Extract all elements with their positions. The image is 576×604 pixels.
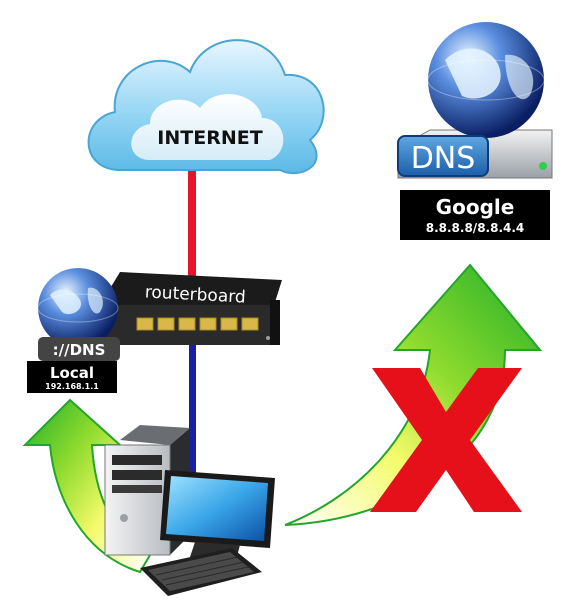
google-dns-badge: DNS — [411, 141, 476, 176]
red-x-icon — [370, 368, 522, 512]
google-dns-address: 8.8.8.8/8.8.4.4 — [426, 221, 525, 235]
google-dns-title: Google — [436, 195, 515, 219]
local-dns-badge-bg — [38, 337, 120, 361]
google-dns-badge-bg — [397, 135, 489, 177]
globe-icon — [427, 22, 545, 138]
local-dns-title: Local — [50, 364, 94, 382]
cloud-label: INTERNET — [157, 127, 262, 149]
cloud-icon: INTERNET — [87, 39, 325, 175]
router-icon: routerboard — [100, 272, 282, 345]
local-dns-address: 192.168.1.1 — [45, 382, 99, 391]
lan-link-line — [189, 335, 196, 475]
local-dns-label-bg — [27, 361, 117, 393]
google-dns-label-bg — [400, 190, 550, 240]
keyboard-icon — [140, 548, 262, 596]
wan-link-line — [188, 165, 196, 277]
globe-icon — [37, 268, 119, 348]
local-dns-badge: ://DNS — [53, 341, 106, 359]
